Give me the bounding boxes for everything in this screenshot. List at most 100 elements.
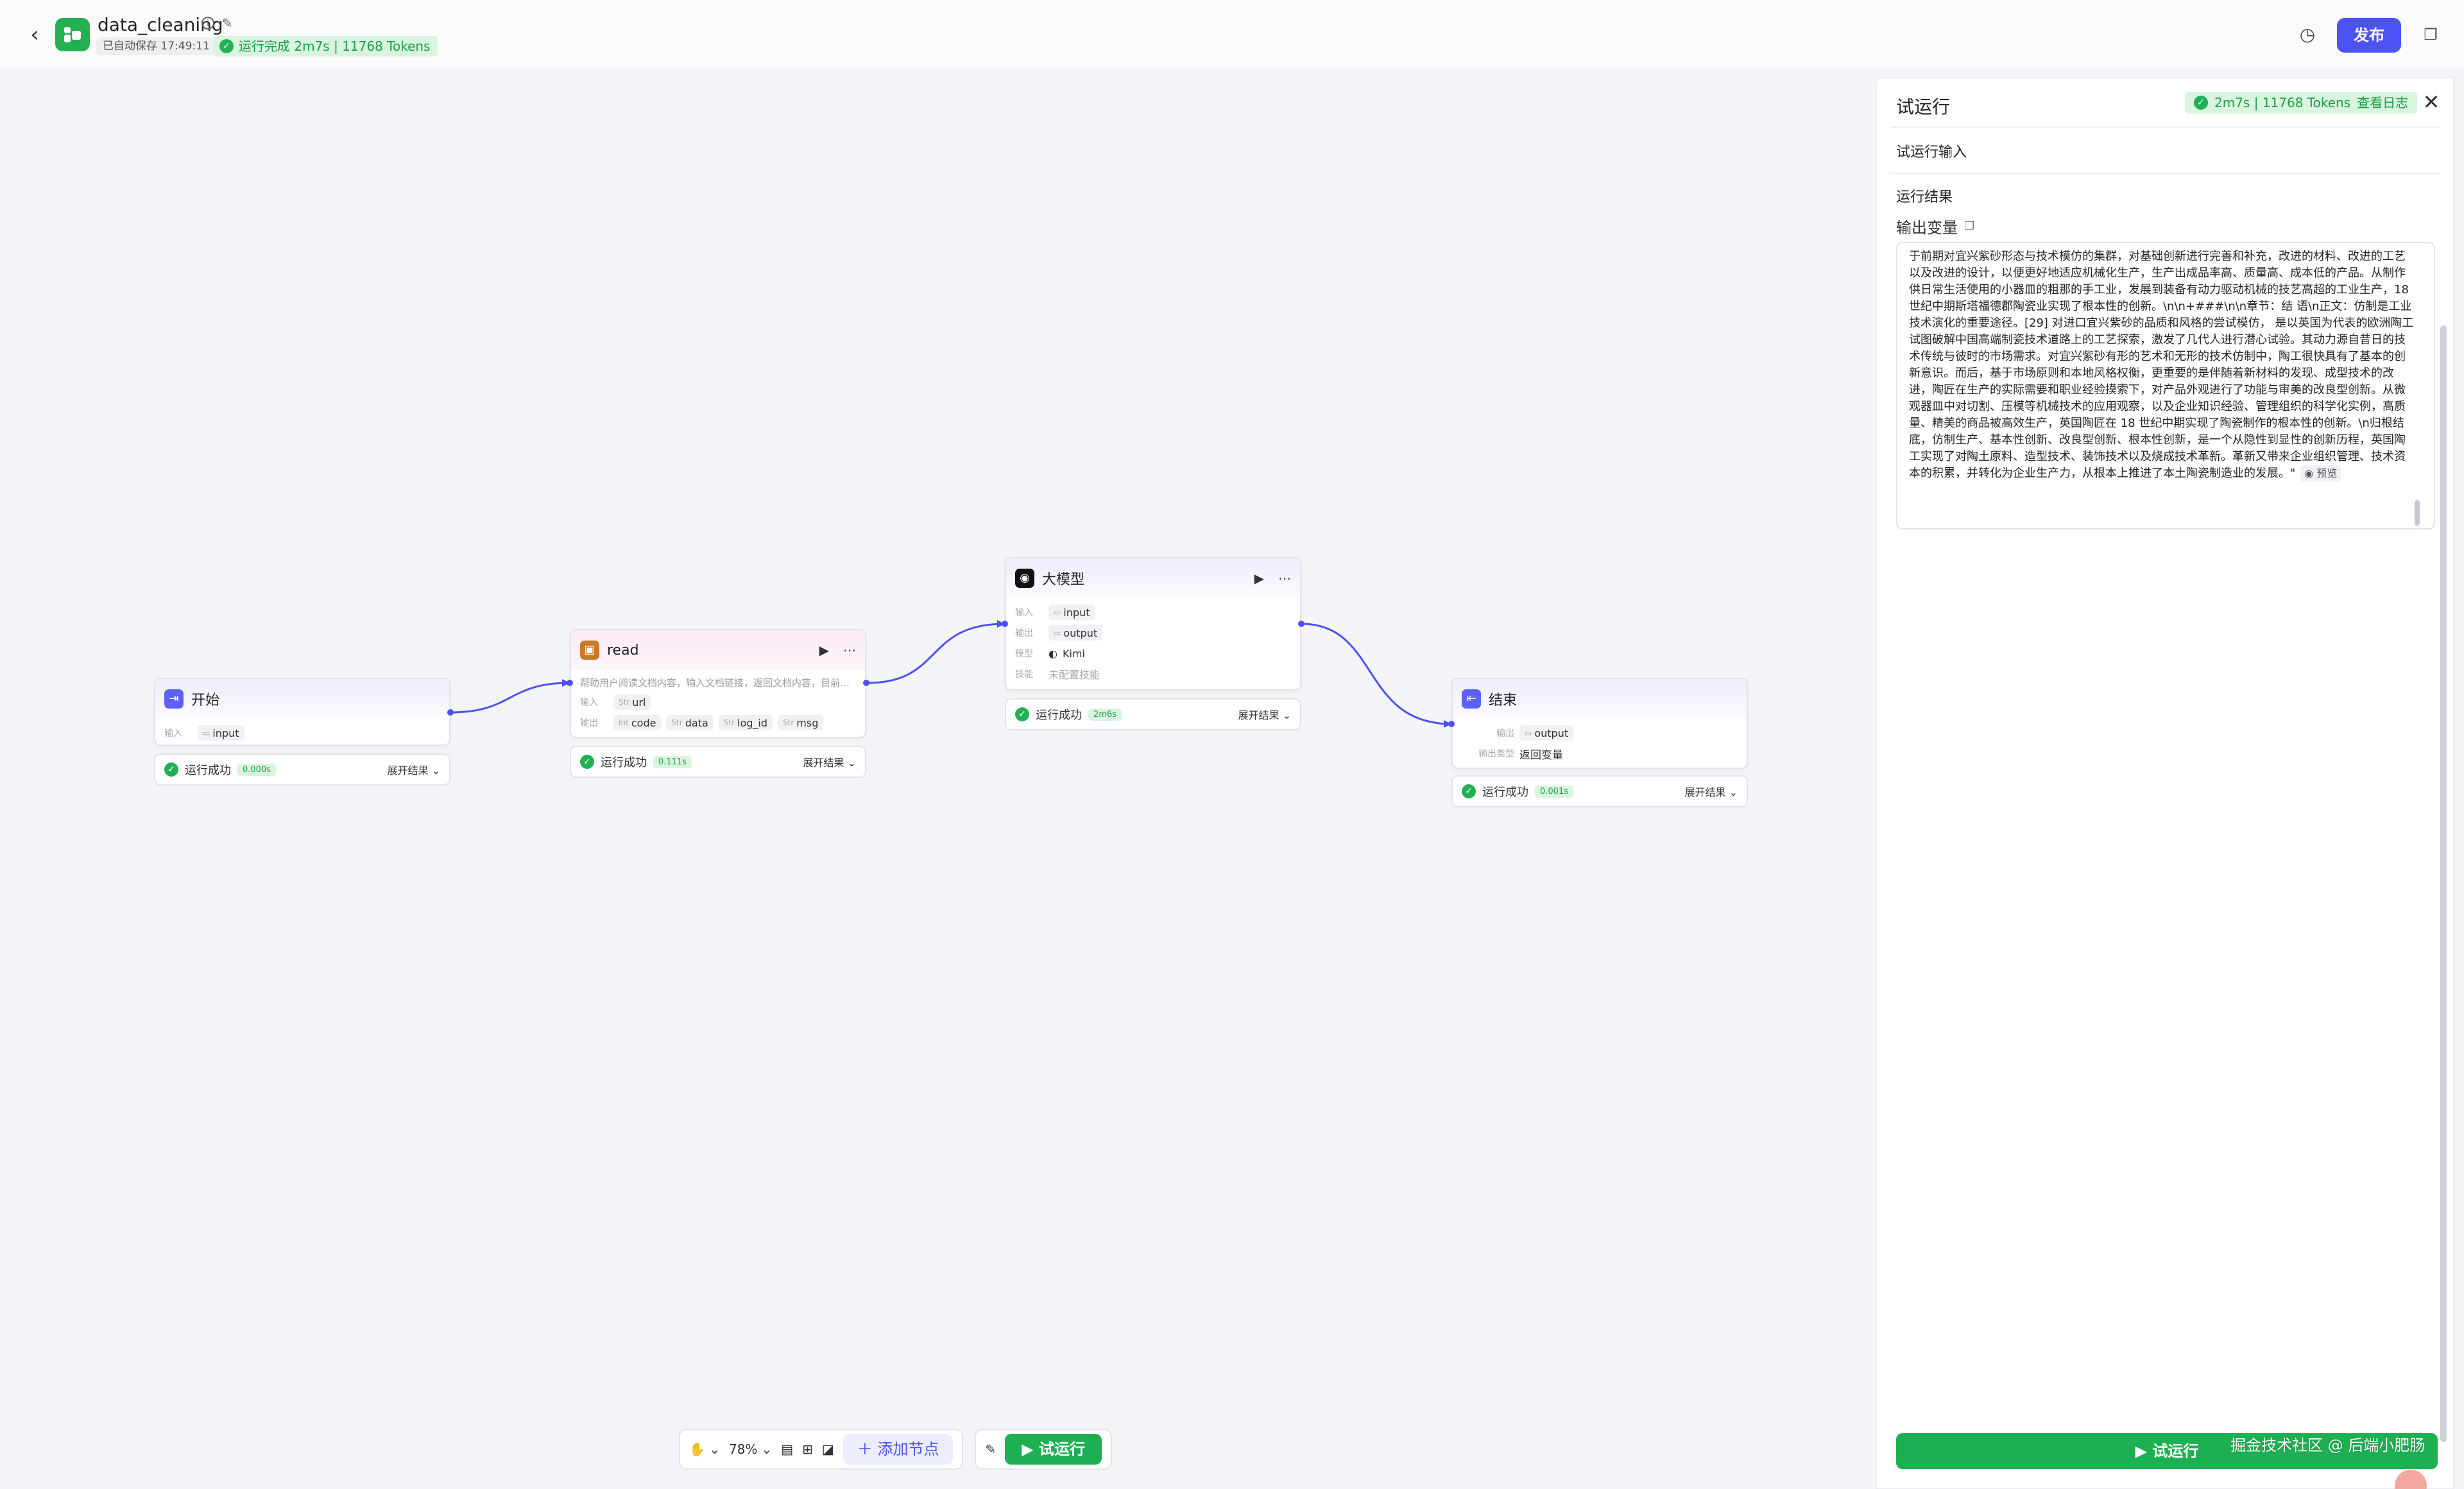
test-input-section[interactable]: 试运行输入 — [1896, 144, 1967, 160]
preview-button[interactable]: ◉ 预览 — [2300, 465, 2341, 482]
read-output-type: Str — [783, 718, 794, 727]
output-textbox[interactable]: 于前期对宜兴紫砂形态与技术模仿的集群，对基础创新进行完善和补充，改进的材料、改进… — [1896, 242, 2435, 529]
copy-icon[interactable]: ❐ — [1964, 219, 1975, 233]
play-icon[interactable]: ▶ — [819, 642, 829, 658]
read-status-bar: ✓ 运行成功 0.111s 展开结果 ⌄ — [570, 746, 866, 778]
llm-input-var: ▭input — [1048, 605, 1095, 620]
llm-in-port[interactable] — [1002, 621, 1008, 627]
divider — [1890, 173, 2440, 174]
more-icon[interactable]: ⋯ — [843, 642, 856, 658]
read-node-desc: 帮助用户阅读文档内容，输入文档链接，返回文档内容，目前… — [580, 677, 850, 689]
llm-expand-button[interactable]: 展开结果 ⌄ — [1238, 709, 1291, 721]
layout-icon[interactable]: ⊞ — [802, 1442, 813, 1457]
read-output-label: 输出 — [580, 718, 598, 728]
read-out-port[interactable] — [863, 680, 869, 686]
llm-skill-value: 未配置技能 — [1048, 669, 1100, 681]
end-output-type-value: 返回变量 — [1519, 748, 1563, 762]
read-output-name: code — [631, 716, 656, 729]
history-icon[interactable]: ◷ — [2299, 24, 2316, 45]
start-expand-label: 展开结果 — [387, 764, 429, 777]
try-run-button[interactable]: ▶ 试运行 — [1005, 1434, 1102, 1465]
llm-time-badge: 2m6s — [1088, 708, 1122, 721]
textbox-scrollbar[interactable] — [2415, 243, 2420, 528]
read-input-var-name: url — [632, 696, 646, 709]
read-input-type: Str — [619, 698, 630, 707]
panel-run-button[interactable]: ▶ 试运行 — [1896, 1433, 2438, 1469]
llm-skill-label: 技能 — [1015, 669, 1033, 680]
check-circle-icon: ✓ — [1462, 784, 1476, 798]
test-run-panel: 试运行 ✓ 2m7s | 11768 Tokens 查看日志 ✕ 试运行输入 运… — [1876, 77, 2454, 1489]
view-log-link[interactable]: 查看日志 — [2357, 95, 2409, 110]
start-node-title: 开始 — [191, 693, 220, 709]
debug-icon[interactable]: ✎ — [985, 1442, 997, 1457]
str-type-icon: ▭ — [1525, 728, 1532, 737]
end-icon: ⇤ — [1462, 689, 1481, 709]
read-node[interactable]: ▣ read ▶ ⋯ 帮助用户阅读文档内容，输入文档链接，返回文档内容，目前… … — [570, 629, 866, 738]
read-node-title: read — [607, 642, 639, 658]
end-time-badge: 0.001s — [1535, 785, 1573, 798]
zoom-select[interactable]: 78% ⌄ — [729, 1442, 773, 1457]
start-time-badge: 0.000s — [237, 763, 276, 776]
end-expand-button[interactable]: 展开结果 ⌄ — [1684, 786, 1738, 798]
llm-icon: ◉ — [1015, 569, 1034, 588]
end-output-var: ▭output — [1519, 725, 1574, 741]
top-bar: ‹ data_cleaning i ✎ 已自动保存 17:49:11 ✓ 运行完… — [0, 0, 2464, 69]
read-output-type: Int — [619, 718, 629, 727]
llm-input-var-name: input — [1063, 606, 1090, 619]
end-node[interactable]: ⇤ 结束 输出 ▭output 输出类型 返回变量 — [1451, 678, 1748, 769]
panel-scrollbar[interactable] — [2440, 126, 2448, 1449]
back-icon[interactable]: ‹ — [30, 22, 39, 47]
scrollbar-thumb[interactable] — [2440, 325, 2447, 1442]
read-output-name: data — [685, 716, 708, 729]
start-out-port[interactable] — [447, 709, 454, 716]
more-icon[interactable]: ⋯ — [1278, 571, 1291, 586]
read-output-type: Str — [671, 718, 683, 727]
close-icon[interactable]: ✕ — [2422, 90, 2440, 114]
end-in-port[interactable] — [1448, 721, 1455, 727]
end-output-label: 输出 — [1496, 728, 1514, 739]
start-expand-button[interactable]: 展开结果 ⌄ — [387, 764, 440, 777]
check-circle-icon: ✓ — [1015, 707, 1029, 721]
pointer-mode-icon[interactable]: ✋ ⌄ — [689, 1442, 721, 1457]
read-in-port[interactable] — [567, 680, 573, 686]
read-expand-label: 展开结果 — [803, 757, 844, 769]
end-status-text: 运行成功 — [1482, 786, 1528, 799]
read-input-label: 输入 — [580, 698, 598, 708]
result-section-title: 运行结果 — [1896, 189, 1953, 205]
model-logo-icon: ◐ — [1048, 647, 1057, 660]
read-expand-button[interactable]: 展开结果 ⌄ — [803, 757, 856, 769]
run-status-badge: ✓ 运行完成 2m7s | 11768 Tokens — [213, 36, 438, 56]
copy-icon[interactable]: ❐ — [2424, 26, 2438, 44]
play-icon[interactable]: ▶ — [1254, 571, 1264, 586]
str-type-icon: ▭ — [1054, 608, 1061, 617]
end-node-title: 结束 — [1489, 693, 1518, 709]
llm-output-var: ▭output — [1048, 625, 1103, 641]
app-logo-icon — [55, 18, 90, 51]
autosave-status: 已自动保存 17:49:11 — [96, 37, 216, 55]
start-input-var-name: input — [212, 727, 239, 739]
add-node-button[interactable]: ＋ 添加节点 — [843, 1434, 954, 1465]
end-output-var-name: output — [1534, 727, 1569, 739]
start-node[interactable]: ⇥ 开始 输入 ▭input — [154, 678, 450, 746]
read-output-type: Str — [723, 718, 735, 727]
comment-icon[interactable]: ▤ — [781, 1442, 794, 1457]
folder-icon: ▭ — [203, 728, 210, 737]
output-var-label: 输出变量 ❐ — [1896, 215, 1974, 237]
llm-out-port[interactable] — [1298, 621, 1305, 627]
info-icon[interactable]: i — [201, 17, 214, 30]
try-run-label: 试运行 — [1039, 1440, 1086, 1458]
llm-status-text: 运行成功 — [1036, 709, 1082, 722]
end-expand-label: 展开结果 — [1684, 786, 1726, 798]
publish-button[interactable]: 发布 — [2337, 18, 2401, 53]
llm-node[interactable]: ◉ 大模型 ▶ ⋯ 输入 ▭input 输出 ▭output 模型 ◐ Kimi… — [1005, 557, 1301, 691]
llm-model-label: 模型 — [1015, 649, 1033, 659]
start-status-bar: ✓ 运行成功 0.000s 展开结果 ⌄ — [154, 753, 450, 786]
scrollbar-thumb[interactable] — [2415, 500, 2420, 526]
edit-icon[interactable]: ✎ — [222, 15, 233, 31]
end-output-type-label: 输出类型 — [1478, 749, 1514, 759]
check-circle-icon: ✓ — [580, 755, 594, 769]
minimap-icon[interactable]: ◪ — [821, 1442, 834, 1457]
